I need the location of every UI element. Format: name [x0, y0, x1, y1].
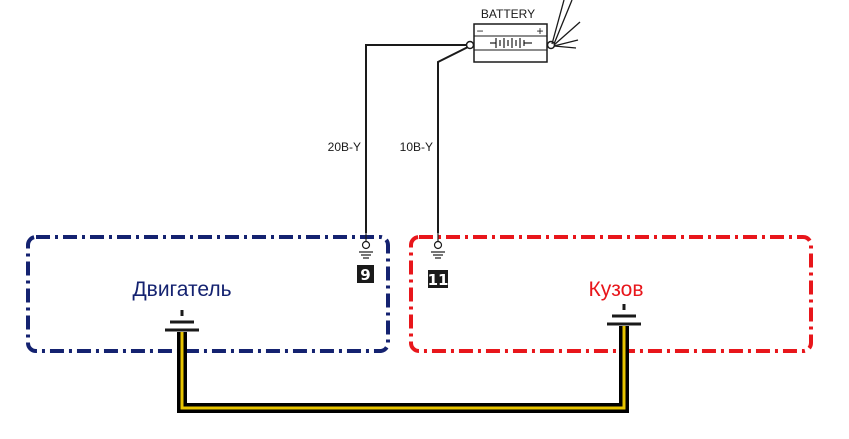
battery-positive-terminal [546, 40, 556, 50]
engine-zone-frame [26, 235, 390, 353]
connector-badge-9: 9 [357, 265, 374, 284]
battery: BATTERY − + [465, 7, 556, 63]
battery-plus-sign: + [536, 24, 543, 38]
battery-minus-sign: − [476, 24, 483, 38]
wire-10b-y [437, 44, 473, 233]
positive-wires [551, 0, 581, 49]
battery-negative-terminal [465, 40, 475, 50]
ground-terminal-icon [359, 233, 373, 259]
engine-ground-icon [165, 310, 199, 332]
ground-terminal-icon [431, 233, 445, 259]
battery-body [473, 23, 548, 63]
ground-strap-core [180, 326, 626, 410]
wire-20b-y [365, 44, 470, 233]
wire-label-10b-y: 10B-Y [400, 140, 433, 154]
battery-cells-icon [490, 38, 532, 48]
body-zone-frame [409, 235, 813, 353]
ground-strap-outline [177, 326, 629, 413]
connector-number-9: 9 [360, 266, 370, 284]
wire-label-20b-y: 20B-Y [328, 140, 361, 154]
body-ground-icon [607, 304, 641, 326]
engine-zone-label: Двигатель [132, 278, 231, 301]
body-zone-label: Кузов [589, 278, 644, 301]
connector-number-11: 11 [428, 271, 449, 289]
connector-badge-11: 11 [428, 270, 449, 289]
battery-label: BATTERY [481, 7, 535, 21]
